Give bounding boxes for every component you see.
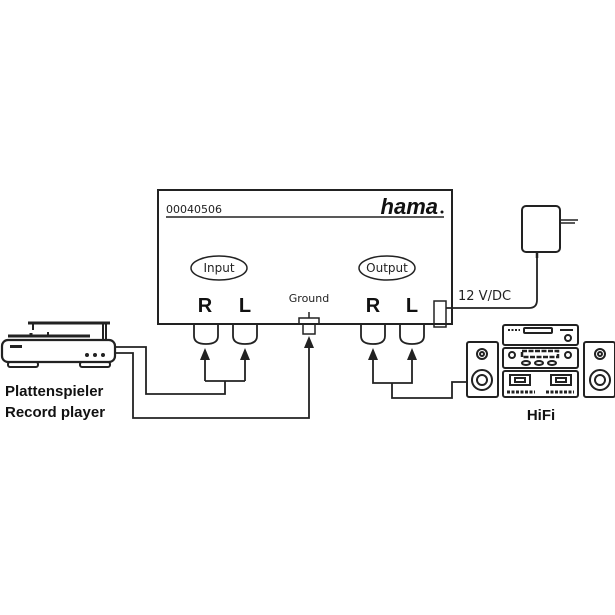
output-oval [358, 255, 416, 281]
hifi-system-icon [466, 324, 615, 398]
arrow-input-r-icon [200, 348, 210, 360]
source-label-de: Plattenspieler [5, 383, 104, 400]
output-jack-l-label: L [406, 295, 418, 317]
arrow-ground-icon [304, 336, 314, 348]
output-jack-l-icon [399, 324, 425, 345]
article-number: 00040506 [166, 203, 222, 216]
ground-cable [116, 344, 310, 419]
hifi-label: HiFi [527, 407, 555, 424]
input-oval [190, 255, 248, 281]
output-signal-cable [372, 358, 413, 384]
brand-logo: hama [381, 194, 438, 219]
power-label: 12 V/DC [458, 289, 511, 304]
output-jack-r-label: R [366, 295, 381, 317]
input-jack-l-label: L [239, 295, 251, 317]
arrow-output-r-icon [368, 348, 378, 360]
ground-terminal-icon [298, 312, 320, 335]
source-label-en: Record player [5, 404, 105, 421]
dc-jack-icon [433, 300, 447, 328]
ground-label: Ground [289, 292, 329, 305]
input-jack-l-icon [232, 324, 258, 345]
record-player-icon [0, 321, 117, 368]
power-cable [446, 258, 538, 309]
input-label: Input [203, 261, 234, 275]
arrow-input-l-icon [240, 348, 250, 360]
output-label: Output [366, 261, 408, 275]
arrow-output-l-icon [407, 348, 417, 360]
power-adapter-icon [521, 205, 578, 258]
input-jack-r-label: R [198, 295, 213, 317]
output-jack-r-icon [360, 324, 386, 345]
input-signal-cable [116, 346, 226, 395]
input-jack-r-icon [193, 324, 219, 345]
